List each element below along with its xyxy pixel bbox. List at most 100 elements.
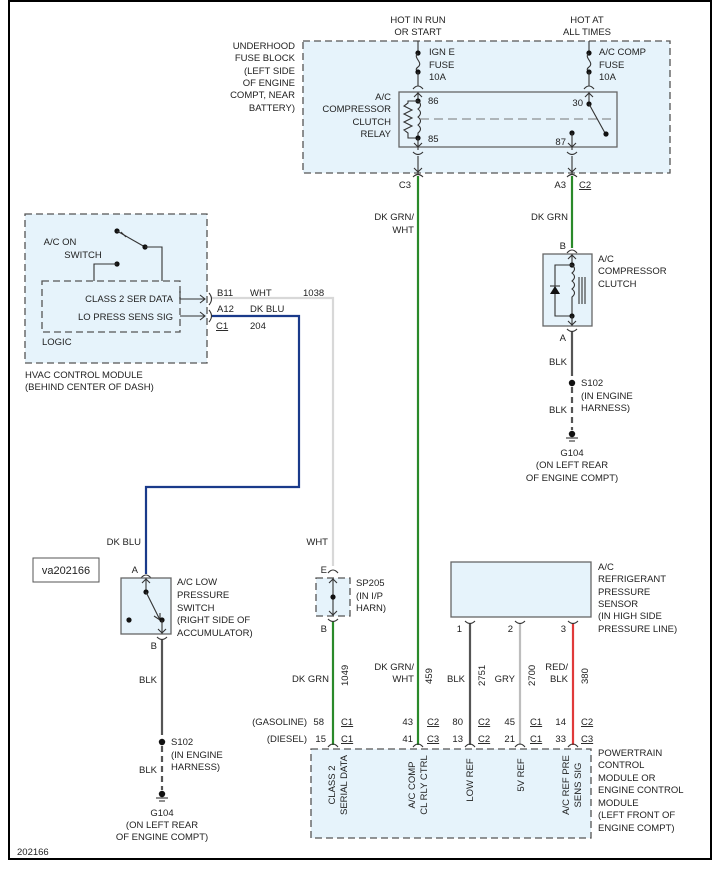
ground-location: OF ENGINE COMPT) [526, 473, 618, 484]
relay-pin-86: 86 [428, 96, 439, 107]
ac-comp-fuse: A/C COMP FUSE 10A [583, 41, 646, 90]
wire-color-label: GRY [495, 674, 516, 685]
underhood-fuse-block: UNDERHOOD FUSE BLOCK (LEFT SIDE OF ENGIN… [230, 15, 671, 191]
pcm-connector: C1 [341, 717, 353, 728]
wire-color-label: BLK [447, 674, 466, 685]
fuse-label: FUSE [599, 60, 624, 71]
ground-location: (ON LEFT REAR [536, 460, 608, 471]
hvac-pin-b11: B11 [217, 288, 233, 299]
hvac-pin-a12: A12 [217, 304, 234, 315]
image-tag-label: va202166 [42, 565, 90, 577]
wire-wht-1038 [212, 296, 335, 566]
splice-label: S102 [171, 737, 193, 748]
relay-label: RELAY [361, 129, 392, 140]
variant-diesel-label: (DIESEL) [267, 734, 307, 745]
ground-location: OF ENGINE COMPT) [116, 832, 208, 843]
wire-color-label: BLK [549, 405, 568, 416]
wire-color-label: DK GRN [292, 674, 329, 685]
low-pressure-switch-label: A/C LOW [177, 577, 217, 588]
wire-color-label: WHT [392, 225, 414, 236]
outer-frame [8, 0, 712, 860]
fuse-block-label-line: (LEFT SIDE [244, 66, 295, 77]
circuit-number: 1038 [303, 288, 324, 299]
wire-color-label: DK GRN/ [374, 662, 414, 673]
pcm-signal-label: CLASS 2 [327, 765, 338, 804]
pcm-signal-label: 5V REF [516, 758, 527, 791]
sensor-label: REFRIGERANT [598, 574, 666, 585]
fuse-label: A/C COMP [599, 47, 646, 58]
pcm-pin: 58 [313, 717, 324, 728]
fuse-block-label-line: OF ENGINE [243, 78, 295, 89]
ac-on-switch-label: A/C ON [44, 237, 77, 248]
hot-at-all-times-label: ALL TIMES [563, 27, 611, 38]
sp205-label: (IN I/P [356, 591, 383, 602]
ac-low-pressure-switch: A A/C LOW PRESSURE SWITCH (RIGHT SIDE OF… [116, 565, 253, 843]
low-pressure-switch-label: ACCUMULATOR) [177, 628, 253, 639]
pcm-outline [310, 748, 592, 839]
pcm-pin: 45 [504, 717, 515, 728]
pcm-signal-label: SENS SIG [573, 763, 584, 808]
connector-icon [412, 85, 424, 90]
circuit-number: 459 [424, 668, 435, 684]
low-pressure-switch-label: PRESSURE [177, 590, 229, 601]
pcm-wire-labels: DK GRN 1049 DK GRN/ WHT 459 BLK 2751 GRY… [292, 662, 591, 686]
diode-icon [550, 286, 560, 294]
clutch-body [542, 253, 593, 327]
clutch-pin-b: B [560, 241, 566, 252]
relay-label: COMPRESSOR [322, 104, 391, 115]
clutch-pin-a: A [560, 333, 567, 344]
wire-color-label: BLK [550, 674, 569, 685]
pcm-signal-label: LOW REF [465, 758, 476, 801]
fuse-block-label-line: COMPT, NEAR [230, 90, 295, 101]
wire-color-label: DK BLU [250, 304, 284, 315]
sensor-label: A/C [598, 562, 614, 573]
fuse-rating: 10A [599, 72, 617, 83]
pcm-connector: C1 [341, 734, 353, 745]
pcm-pin: 80 [452, 717, 463, 728]
circuit-number: 2700 [527, 665, 538, 686]
fuse-block-label-line: BATTERY) [249, 103, 295, 114]
splice-location: HARNESS) [171, 762, 220, 773]
hvac-module-outline [24, 213, 208, 364]
sensor-pin-3: 3 [561, 624, 566, 635]
logic-block [41, 280, 181, 333]
hvac-module-label: (BEHIND CENTER OF DASH) [25, 382, 154, 393]
sensor-pin-2: 2 [508, 624, 513, 635]
circuit-number: 380 [580, 668, 591, 684]
pcm-pin: 13 [452, 734, 463, 745]
circuit-number: 2751 [477, 665, 488, 686]
pcm-label: (LEFT FRONT OF [598, 810, 675, 821]
splice-location: (IN ENGINE [171, 750, 223, 761]
pcm-connector: C3 [581, 734, 593, 745]
ign-e-fuse: IGN E FUSE 10A [412, 41, 455, 90]
pcm-pin: 14 [555, 717, 566, 728]
connector-icon [208, 309, 213, 323]
sp205-label: HARN) [356, 603, 386, 614]
pcm-signal-label: SERIAL DATA [339, 754, 350, 815]
pcm-pin: 41 [402, 734, 413, 745]
resistor-icon [402, 100, 418, 139]
pcm-signal-label: CL RLY CTRL [419, 755, 430, 814]
wire-color-label: DK GRN/ [374, 212, 414, 223]
ac-on-switch-label: SWITCH [64, 250, 102, 261]
wire-color-label: RED/ [545, 662, 568, 673]
coil-icon [417, 100, 422, 138]
pcm-label: CONTROL [598, 760, 644, 771]
pin-a3-label: A3 [554, 180, 566, 191]
wire-color-label: DK GRN [531, 212, 568, 223]
low-pressure-switch-label: SWITCH [177, 603, 215, 614]
relay-pin-30: 30 [572, 98, 583, 109]
pcm-label: POWERTRAIN [598, 748, 662, 759]
circuit-number: 204 [250, 321, 266, 332]
fuse-block-label-line: FUSE BLOCK [235, 53, 296, 64]
connector-icon [412, 173, 424, 178]
connector-icon [566, 173, 578, 178]
wire-dk-blu-204 [144, 314, 301, 574]
sp205-pin-b: B [321, 624, 327, 635]
splice-s102-dot [568, 379, 576, 387]
relay-label: A/C [375, 92, 391, 103]
circuit-number: 1049 [340, 665, 351, 686]
wire-color-label: DK BLU [107, 537, 141, 548]
